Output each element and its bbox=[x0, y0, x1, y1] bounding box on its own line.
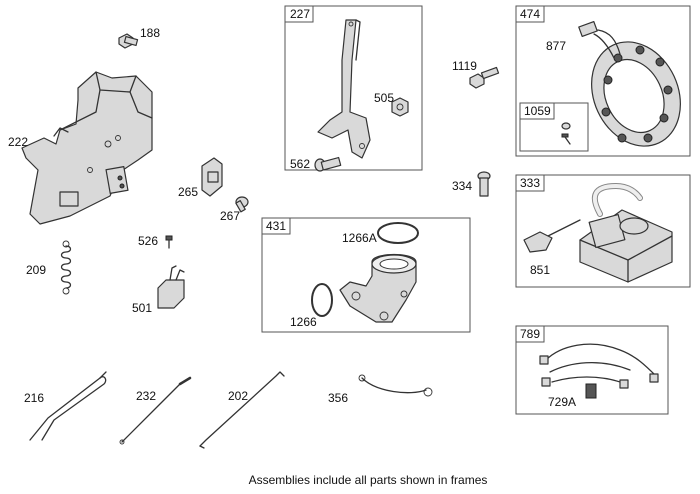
part-202-rod: 202 bbox=[199, 371, 285, 449]
frame-474: 474 bbox=[515, 5, 691, 157]
label-267: 267 bbox=[220, 209, 240, 223]
frame-474-label: 474 bbox=[520, 7, 540, 21]
caption: Assemblies include all parts shown in fr… bbox=[249, 473, 488, 487]
frame-789-label: 789 bbox=[520, 327, 540, 341]
label-1119: 1119 bbox=[452, 59, 477, 73]
part-188-screw: 188 bbox=[118, 26, 160, 49]
part-474-stator: 877 bbox=[546, 20, 681, 147]
label-729A: 729A bbox=[548, 395, 576, 409]
frame-789: 789 bbox=[515, 325, 669, 415]
label-209: 209 bbox=[26, 263, 46, 277]
label-505: 505 bbox=[374, 91, 394, 105]
label-851: 851 bbox=[530, 263, 550, 277]
part-227-lever bbox=[317, 19, 371, 159]
part-356-wire: 356 bbox=[328, 374, 433, 405]
part-216-rod: 216 bbox=[24, 371, 107, 441]
frame-333-label: 333 bbox=[520, 176, 540, 190]
frame-333: 333 bbox=[515, 174, 691, 288]
part-265-clip: 265 bbox=[178, 157, 223, 199]
frame-1059: 1059 bbox=[519, 102, 589, 152]
part-562-screw: 562 bbox=[290, 156, 342, 172]
part-232-cable: 232 bbox=[119, 376, 192, 445]
part-1119-screw: 1119 bbox=[452, 59, 500, 89]
part-526-screw: 526 bbox=[138, 234, 173, 249]
label-216: 216 bbox=[24, 391, 44, 405]
label-1266: 1266 bbox=[290, 315, 317, 329]
label-877: 877 bbox=[546, 39, 566, 53]
label-265: 265 bbox=[178, 185, 198, 199]
part-222-bracket: 222 bbox=[8, 71, 153, 225]
frame-1059-label: 1059 bbox=[524, 104, 551, 118]
label-222: 222 bbox=[8, 135, 28, 149]
part-267-screw: 267 bbox=[220, 196, 249, 223]
part-333-ignition: 851 bbox=[523, 183, 673, 283]
label-356: 356 bbox=[328, 391, 348, 405]
part-505-nut: 505 bbox=[374, 91, 409, 117]
part-789-harness: 729A bbox=[539, 343, 659, 409]
frame-431: 431 bbox=[261, 217, 471, 333]
label-334: 334 bbox=[452, 179, 472, 193]
frame-227: 227 bbox=[284, 5, 423, 171]
part-1266-oring: 1266 bbox=[290, 283, 333, 329]
part-334-screw: 334 bbox=[452, 171, 491, 197]
part-1059-screws bbox=[561, 122, 571, 145]
label-562: 562 bbox=[290, 157, 310, 171]
frame-227-label: 227 bbox=[290, 7, 310, 21]
part-431-intake bbox=[339, 253, 417, 323]
label-1266A: 1266A bbox=[342, 231, 377, 245]
label-202: 202 bbox=[228, 389, 248, 403]
frame-431-label: 431 bbox=[266, 219, 286, 233]
label-188: 188 bbox=[140, 26, 160, 40]
part-501-switch: 501 bbox=[132, 265, 185, 315]
part-209-spring: 209 bbox=[26, 240, 72, 295]
part-1266A-oring: 1266A bbox=[342, 222, 419, 245]
label-232: 232 bbox=[136, 389, 156, 403]
label-501: 501 bbox=[132, 301, 152, 315]
label-526: 526 bbox=[138, 234, 158, 248]
